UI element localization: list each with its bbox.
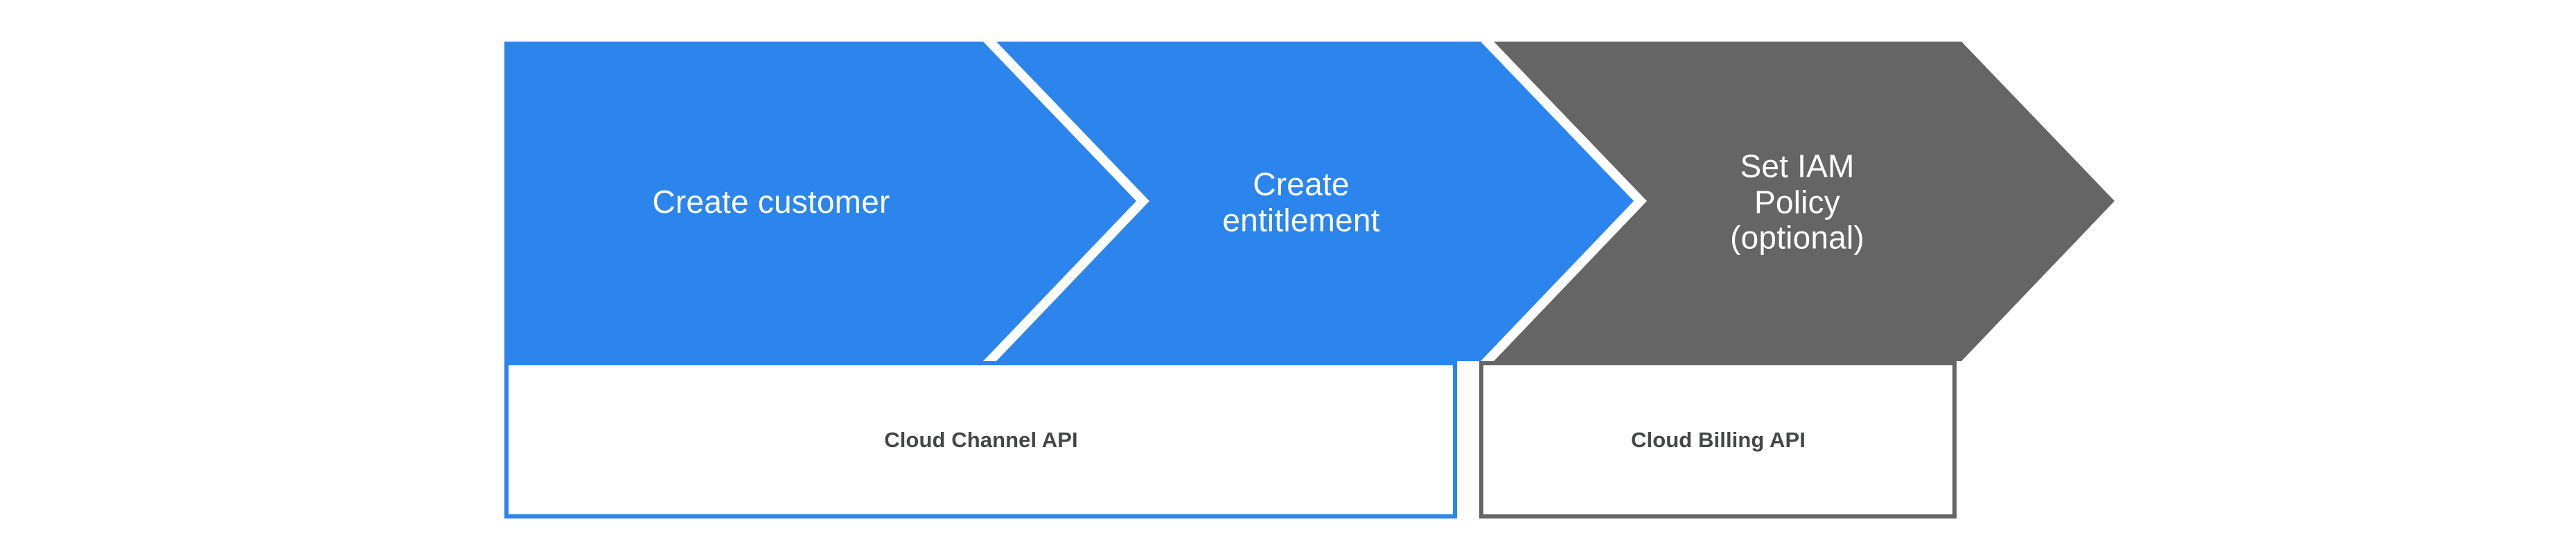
api-group-box-cloud-channel-api[interactable] [504,361,1457,518]
chevron-step-create-customer[interactable] [504,42,1136,361]
api-group-box-cloud-billing-api[interactable] [1479,361,1957,518]
chevron-step-set-iam-policy[interactable] [1494,42,2115,361]
chevron-step-create-entitlement[interactable] [996,42,1634,361]
